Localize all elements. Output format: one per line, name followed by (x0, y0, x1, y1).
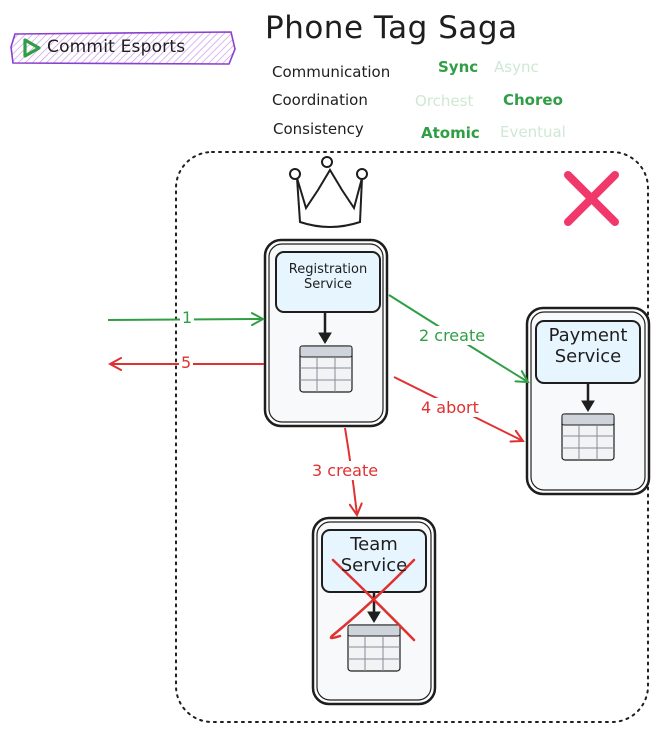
logo-text: Commit Esports (47, 37, 186, 57)
property-label-coordination: Coordination (272, 91, 368, 109)
saga-boundary (175, 151, 649, 723)
team-service-label-line1: Team (350, 534, 398, 555)
option-orchest: Orchest (415, 92, 474, 110)
edge-label-4-abort: 4 abort (419, 398, 481, 417)
payment-db-table-icon (561, 413, 615, 461)
registration-service-label-line2: Service (303, 276, 353, 292)
registration-service-box (275, 251, 381, 313)
option-choreo: Choreo (503, 91, 563, 109)
logo-background (10, 31, 236, 65)
option-eventual: Eventual (500, 123, 566, 141)
edge-label-2-create: 2 create (417, 326, 488, 345)
play-icon (23, 38, 41, 58)
crown-icon (289, 156, 368, 228)
diagram-title: Phone Tag Saga (265, 10, 518, 46)
edge-label-3-create: 3 create (310, 461, 381, 480)
payment-service-node (525, 306, 651, 496)
team-db-table-icon (347, 624, 401, 672)
team-failure-x-icon (329, 558, 416, 642)
failure-x-icon (564, 171, 619, 226)
registration-service-label: Registration Service (276, 262, 380, 293)
option-atomic: Atomic (421, 124, 480, 142)
payment-service-label-line2: Service (554, 345, 622, 367)
registration-service-label-line1: Registration (288, 262, 368, 277)
option-async: Async (494, 58, 539, 76)
edge-label-5: 5 (179, 353, 194, 372)
logo-badge: Commit Esports (9, 29, 237, 67)
registration-service-node (263, 238, 389, 428)
property-label-consistency: Consistency (273, 120, 364, 138)
team-service-label-line2: Service (340, 554, 408, 576)
property-label-communication: Communication (272, 63, 391, 81)
registration-db-table-icon (299, 345, 353, 393)
team-service-node (311, 516, 437, 706)
option-sync: Sync (438, 58, 479, 76)
edge-label-1: 1 (180, 308, 195, 327)
team-service-label: Team Service (322, 534, 426, 576)
payment-service-label: Payment Service (536, 325, 640, 367)
payment-service-label-line1: Payment (548, 325, 628, 346)
